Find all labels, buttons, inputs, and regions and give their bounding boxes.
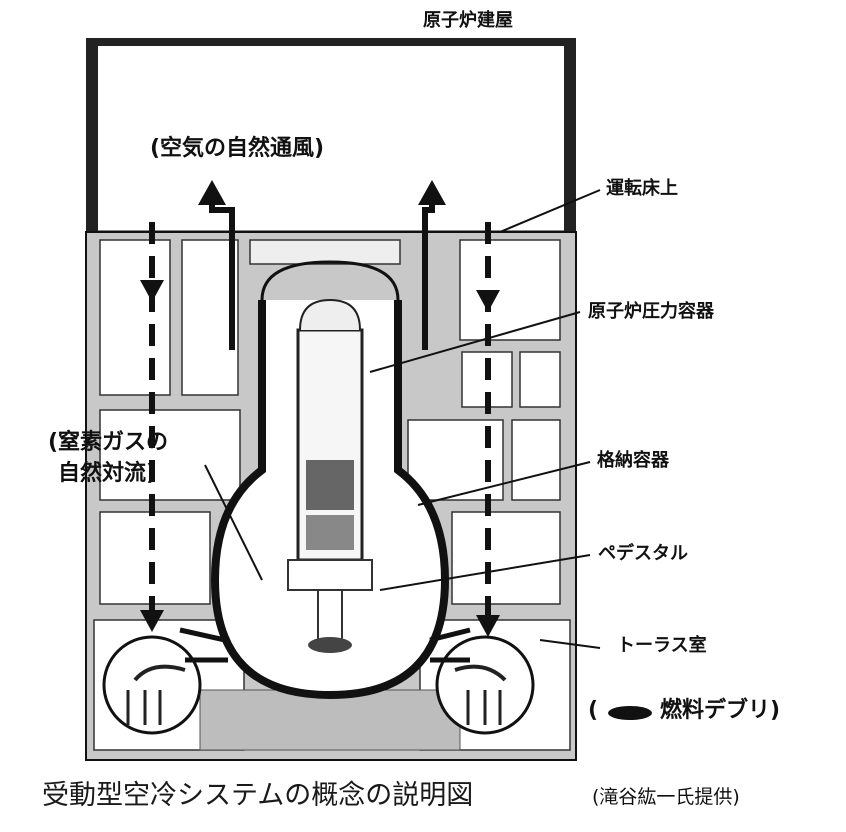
label-pedestal: ペデスタル xyxy=(598,543,688,564)
debris-symbol xyxy=(608,706,652,720)
label-pressure-vessel: 原子炉圧力容器 xyxy=(588,301,714,322)
down-arrows xyxy=(140,280,500,637)
label-torus-room: トーラス室 xyxy=(617,635,707,656)
label-nitrogen-2: 自然対流) xyxy=(58,461,157,486)
label-nitrogen-1: (窒素ガスの xyxy=(48,430,169,455)
label-building: 原子炉建屋 xyxy=(423,10,513,31)
building-upper xyxy=(86,38,576,234)
label-containment: 格納容器 xyxy=(597,450,669,471)
inflow-arrows xyxy=(179,627,471,663)
label-fuel-debris: 燃料デブリ) xyxy=(660,698,781,723)
leader-lines xyxy=(204,189,601,649)
caption-main: 受動型空冷システムの概念の説明図 xyxy=(42,780,474,811)
label-debris-paren: ( xyxy=(588,698,599,723)
label-air-ventilation: (空気の自然通風) xyxy=(150,136,325,161)
caption-credit: (滝谷紘一氏提供) xyxy=(592,786,740,808)
pressure-vessel xyxy=(287,298,373,653)
up-arrows xyxy=(198,180,446,205)
label-operating-floor: 運転床上 xyxy=(606,178,678,199)
